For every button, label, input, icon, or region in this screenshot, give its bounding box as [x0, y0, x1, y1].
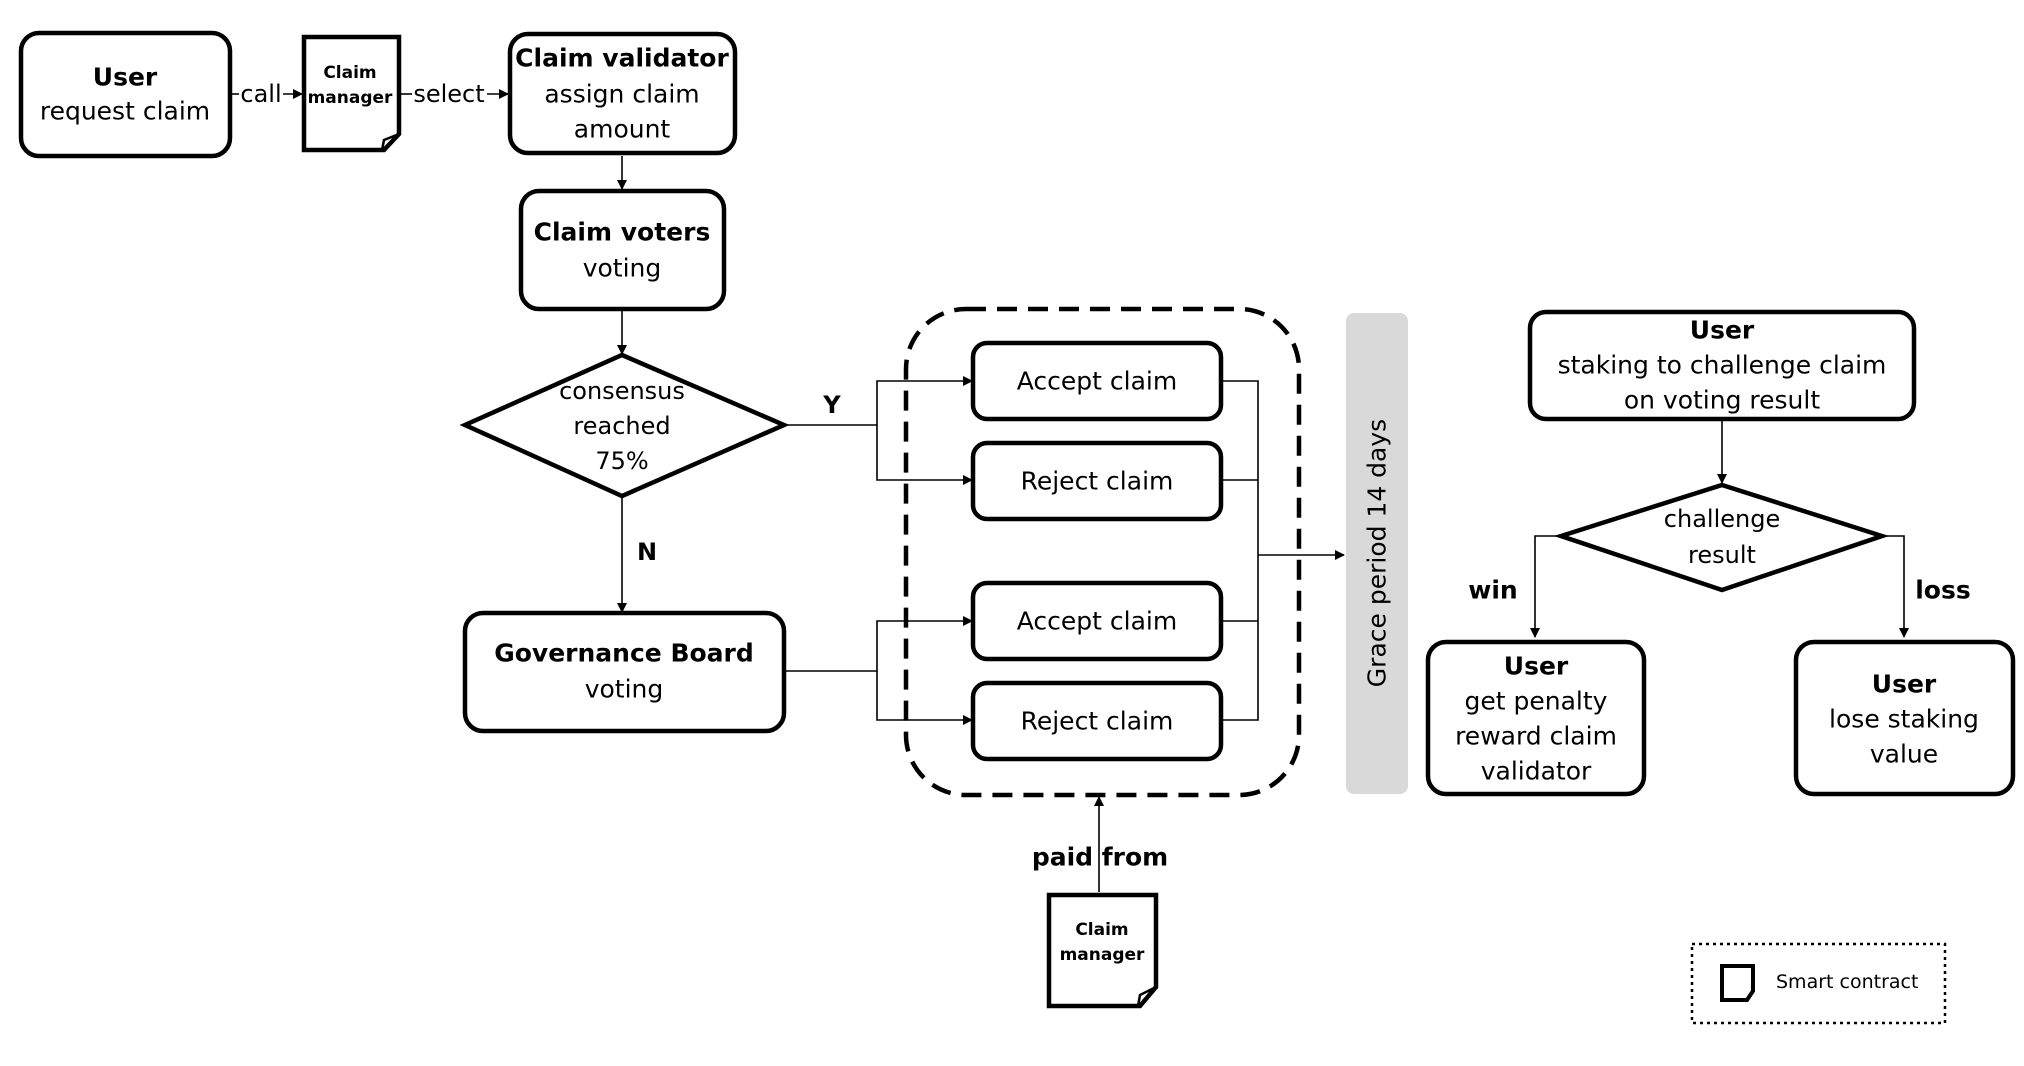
edge-labels: call select Y N paid from win loss [240, 80, 1970, 872]
claim-manager-top-text-1: Claim [323, 63, 376, 83]
user-win-text-2: reward claim [1455, 722, 1617, 751]
call-label: call [240, 80, 281, 108]
user-request-box [18, 30, 233, 159]
claim-manager-bottom-text-1: Claim [1075, 920, 1128, 940]
user-loss-text-1: lose staking [1829, 705, 1979, 734]
reject-claim-2-node: Reject claim [970, 680, 1224, 762]
legend-frame [1690, 942, 1947, 1025]
governance-text: voting [585, 675, 664, 704]
user-request-text: request claim [40, 97, 210, 126]
accept-claim-1-text: Accept claim [1017, 367, 1177, 396]
select-label: select [413, 80, 484, 108]
edge-yes-reject [876, 425, 973, 485]
consensus-diamond [459, 352, 790, 499]
user-loss-box [1793, 639, 2016, 797]
user-request-title: User [93, 63, 158, 92]
grace-period-label: Grace period 14 days [1363, 419, 1392, 687]
edge-outcomes-merge [1221, 380, 1259, 721]
grace-period-background [1346, 313, 1408, 794]
legend-label: Smart contract [1776, 971, 1918, 993]
claim-manager-bottom-text-2: manager [1060, 945, 1145, 965]
reject-claim-2-box [970, 680, 1224, 762]
user-win-text-1: get penalty [1465, 687, 1608, 716]
grace-period-bar: Grace period 14 days [1346, 313, 1408, 794]
reject-claim-1-box [970, 440, 1224, 522]
edge-yes-accept [784, 376, 973, 426]
claim-manager-top-node: Claim manager [301, 34, 402, 153]
connectors [231, 89, 1909, 892]
consensus-text-1: consensus [559, 377, 685, 405]
consensus-node: consensus reached 75% [459, 352, 790, 499]
governance-title: Governance Board [494, 639, 754, 668]
claim-manager-top-text-2: manager [308, 88, 393, 108]
edge-challenge-win [1530, 535, 1561, 638]
reject-claim-1-node: Reject claim [970, 440, 1224, 522]
consensus-text-2: reached [573, 412, 670, 440]
claim-manager-bottom-node: Claim manager [1046, 892, 1159, 1009]
accept-claim-1-node: Accept claim [970, 340, 1224, 422]
user-loss-node: User lose staking value [1793, 639, 2016, 797]
loss-label: loss [1915, 576, 1971, 605]
user-challenger-text-2: on voting result [1624, 386, 1821, 415]
challenge-result-node: challenge result [1553, 482, 1890, 593]
claim-validator-text-1: assign claim [544, 80, 699, 109]
claim-validator-title: Claim validator [515, 44, 729, 73]
outcome-group-frame [903, 306, 1302, 798]
claim-voters-title: Claim voters [534, 218, 711, 247]
challenge-result-text-2: result [1688, 541, 1756, 569]
claim-manager-bottom-fold-icon [1136, 985, 1157, 1007]
claim-manager-bottom-document [1046, 892, 1159, 1009]
challenge-result-text-1: challenge [1664, 505, 1780, 533]
claim-voters-box [518, 188, 727, 312]
challenge-result-diamond [1553, 482, 1890, 593]
accept-claim-2-text: Accept claim [1017, 607, 1177, 636]
edge-gov-reject [876, 671, 973, 725]
claim-voters-node: Claim voters voting [518, 188, 727, 312]
accept-claim-2-box [970, 580, 1224, 662]
win-label: win [1468, 576, 1517, 605]
claim-voters-text: voting [583, 254, 662, 283]
legend: Smart contract [1690, 942, 1947, 1025]
user-challenger-text-1: staking to challenge claim [1558, 351, 1887, 380]
user-challenger-title: User [1690, 316, 1755, 345]
edge-challenge-loss [1882, 535, 1909, 638]
reject-claim-2-text: Reject claim [1021, 707, 1174, 736]
claim-validator-node: Claim validator assign claim amount [507, 31, 738, 156]
user-win-node: User get penalty reward claim validator [1425, 639, 1647, 797]
user-challenger-node: User staking to challenge claim on votin… [1527, 309, 1917, 422]
user-win-box [1425, 639, 1647, 797]
edge-gov-accept [785, 616, 973, 672]
claim-validator-text-2: amount [574, 115, 671, 144]
claim-validator-box [507, 31, 738, 156]
claim-manager-top-fold-icon [380, 132, 400, 151]
user-challenger-box [1527, 309, 1917, 422]
reject-claim-1-text: Reject claim [1021, 467, 1174, 496]
governance-node: Governance Board voting [462, 610, 787, 734]
user-win-text-3: validator [1481, 757, 1592, 786]
claim-manager-top-document [301, 34, 402, 153]
governance-box [462, 610, 787, 734]
yes-label: Y [822, 391, 841, 419]
consensus-text-3: 75% [595, 447, 648, 475]
paid-from-label: paid from [1032, 843, 1168, 872]
user-loss-text-2: value [1870, 740, 1938, 769]
user-request-node: User request claim [18, 30, 233, 159]
smart-contract-icon [1720, 964, 1755, 1002]
accept-claim-2-node: Accept claim [970, 580, 1224, 662]
accept-claim-1-box [970, 340, 1224, 422]
user-loss-title: User [1872, 670, 1937, 699]
no-label: N [637, 538, 657, 566]
user-win-title: User [1504, 652, 1569, 681]
